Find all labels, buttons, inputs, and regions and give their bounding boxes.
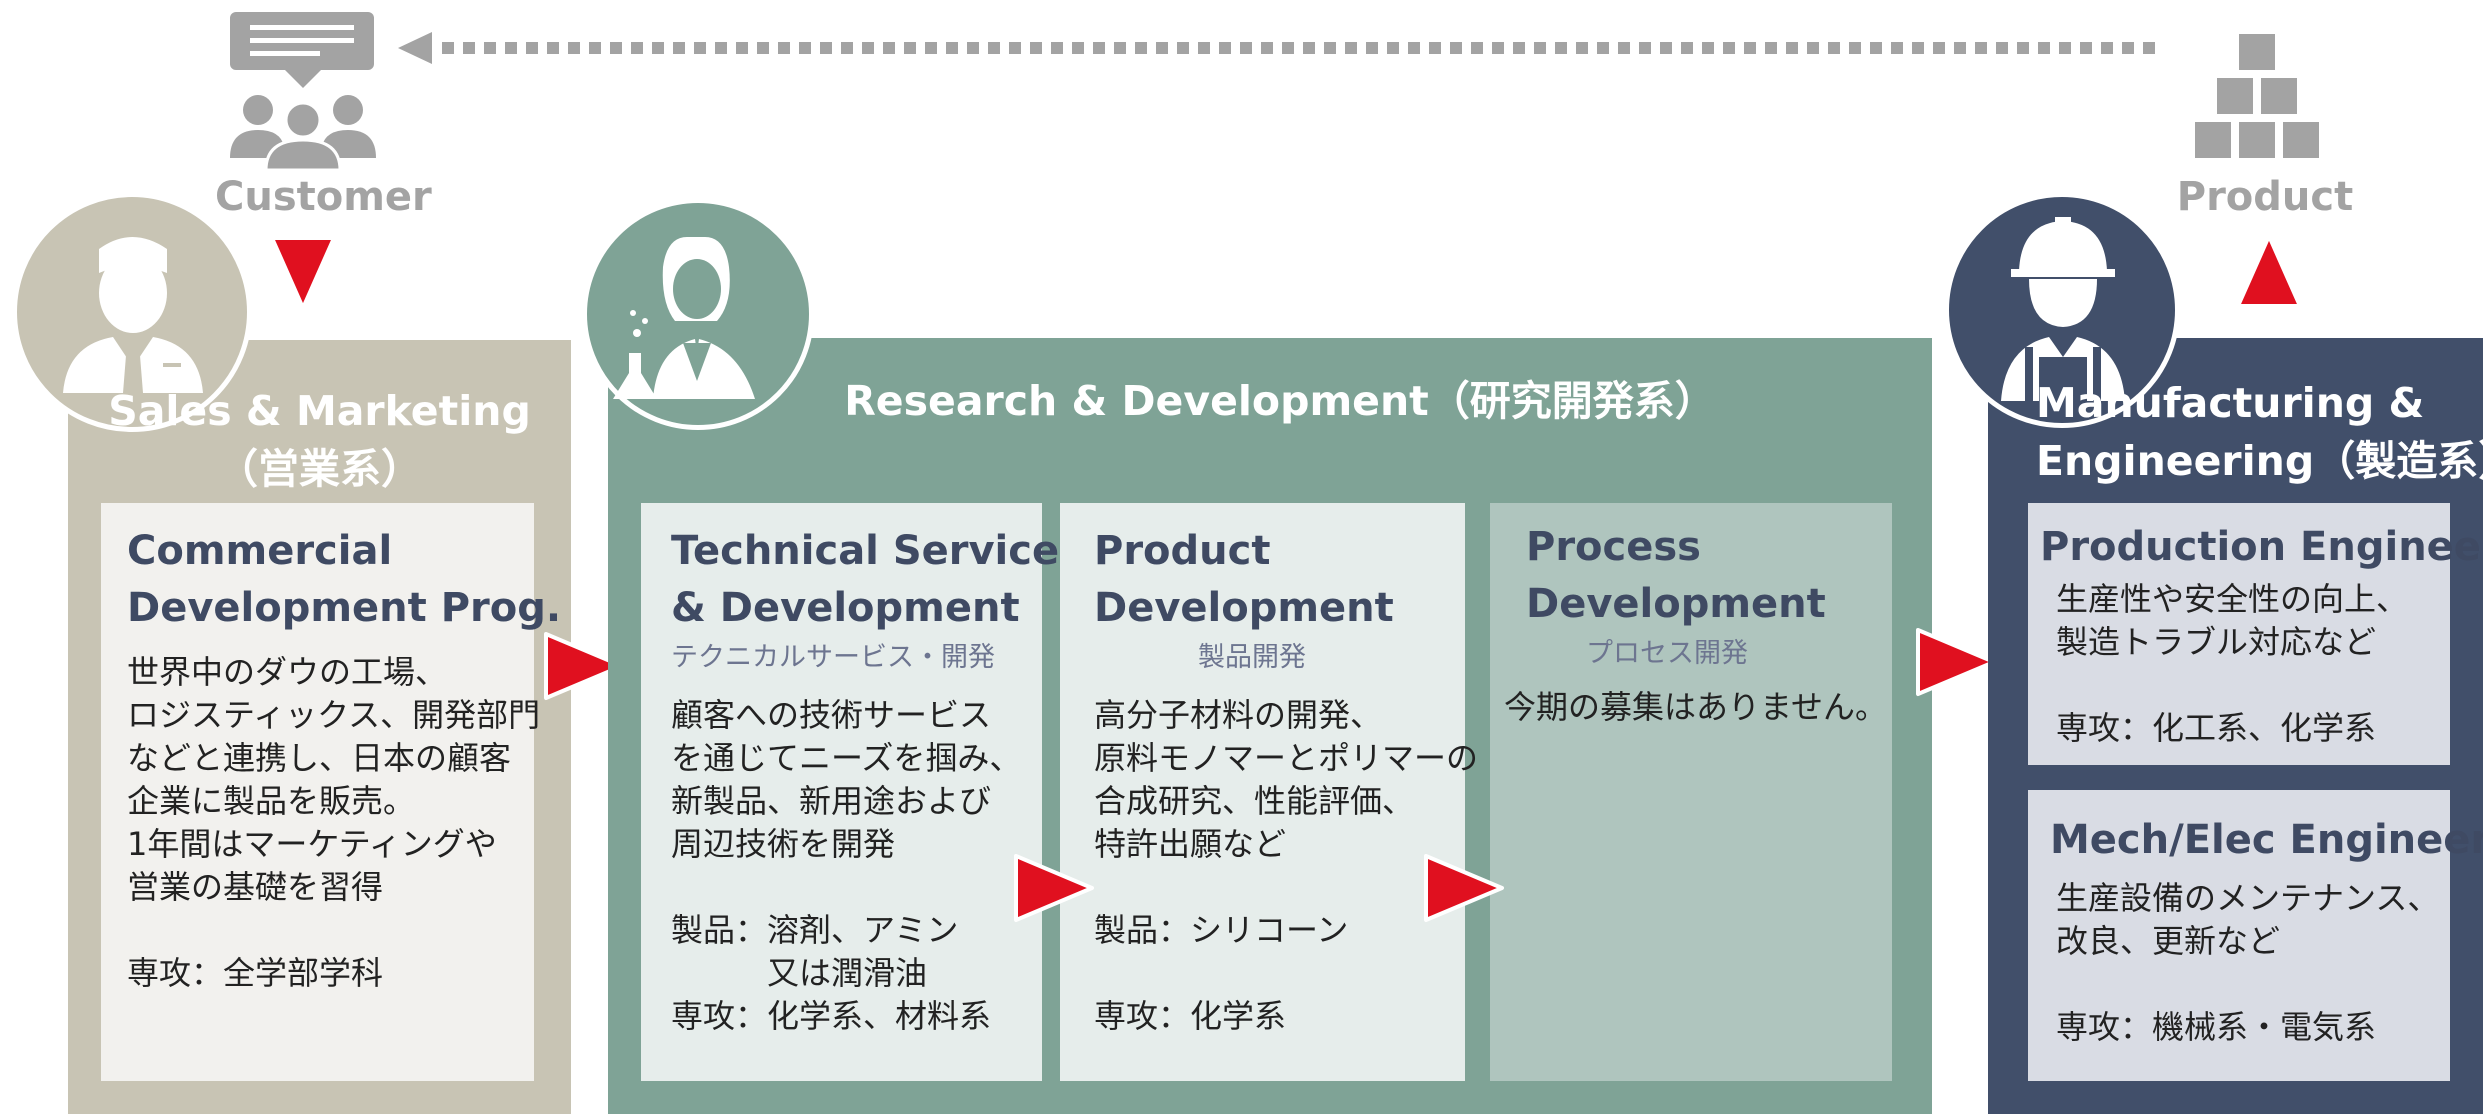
mfg-title: Manufacturing & Engineering（製造系） [2036,374,2483,490]
process-dev-title-line2: Development [1526,581,1826,627]
speech-bubble-icon [230,12,374,88]
product-dev-subtitle: 製品開発 [1198,642,1306,673]
boxes-icon [2195,34,2319,158]
red-triangle-icon [1424,854,1504,922]
people-icon [230,95,376,170]
product-dev-card: Product Development 製品開発 高分子材料の開発、 原料モノマ… [1060,503,1479,1081]
commercial-dev-title-line1: Commercial [127,528,393,574]
red-triangle-icon [2236,234,2302,308]
customer-label: Customer [215,174,432,220]
scientist-icon [613,237,755,399]
mfg-title-line2: Engineering（製造系） [2036,437,2483,485]
mfg-avatar [1944,192,2180,428]
tsd-subtitle: テクニカルサービス・開発 [671,642,995,673]
tsd-card: Technical Service & Development テクニカルサービ… [641,503,1060,1081]
dotted-arrow-icon [398,32,2164,64]
process-dev-card: Process Development プロセス開発 今期の募集はありません。 [1490,503,1892,1081]
red-triangle-icon [1916,628,1996,696]
red-triangle-icon [544,632,624,700]
process-dev-title-line1: Process [1526,524,1701,570]
rnd-title: Research & Development（研究開発系） [844,377,1716,425]
red-triangle-icon [270,236,336,310]
sales-avatar [12,192,252,432]
process-dev-subtitle: プロセス開発 [1586,638,1748,669]
commercial-dev-card: Commercial Development Prog. 世界中のダウの工場、 … [101,503,562,1081]
customer-icon-group [228,12,378,172]
red-triangle-icon [1014,854,1094,922]
mfg-title-line1: Manufacturing & [2036,379,2425,427]
product-dev-title-line2: Development [1094,585,1394,631]
sales-title-line1: Sales & Marketing [108,387,531,435]
production-engineer-title: Production Engineer [2040,524,2483,570]
commercial-dev-title-line2: Development Prog. [127,585,562,631]
process-dev-body: 今期の募集はありません。 [1504,688,1888,726]
mech-elec-engineer-body: 生産設備のメンテナンス、 改良、更新など 専攻：機械系・電気系 [2056,879,2440,1046]
engineer-icon [2001,217,2125,401]
sales-title: Sales & Marketing （営業系） [68,382,571,498]
mech-elec-engineer-card: Mech/Elec Engineer 生産設備のメンテナンス、 改良、更新など … [2028,790,2483,1081]
production-engineer-card: Production Engineer 生産性や安全性の向上、 製造トラブル対応… [2028,503,2483,765]
mech-elec-engineer-title: Mech/Elec Engineer [2050,817,2483,863]
product-dev-body: 高分子材料の開発、 原料モノマーとポリマーの 合成研究、性能評価、 特許出願など… [1094,696,1479,1035]
rnd-avatar [582,198,814,430]
sales-title-line2: （営業系） [217,445,422,493]
tsd-title-line1: Technical Service [671,528,1060,574]
product-label: Product [2176,174,2354,220]
production-engineer-body: 生産性や安全性の向上、 製造トラブル対応など 専攻：化工系、化学系 [2056,580,2409,747]
product-dev-title-line1: Product [1094,528,1271,574]
businessman-icon [63,237,203,403]
tsd-body: 顧客への技術サービス を通じてニーズを掴み、 新製品、新用途および 周辺技術を開… [671,696,1022,1035]
commercial-dev-body: 世界中のダウの工場、 ロジスティックス、開発部門 などと連携し、日本の顧客 企業… [127,653,541,992]
tsd-title-line2: & Development [671,585,1020,631]
